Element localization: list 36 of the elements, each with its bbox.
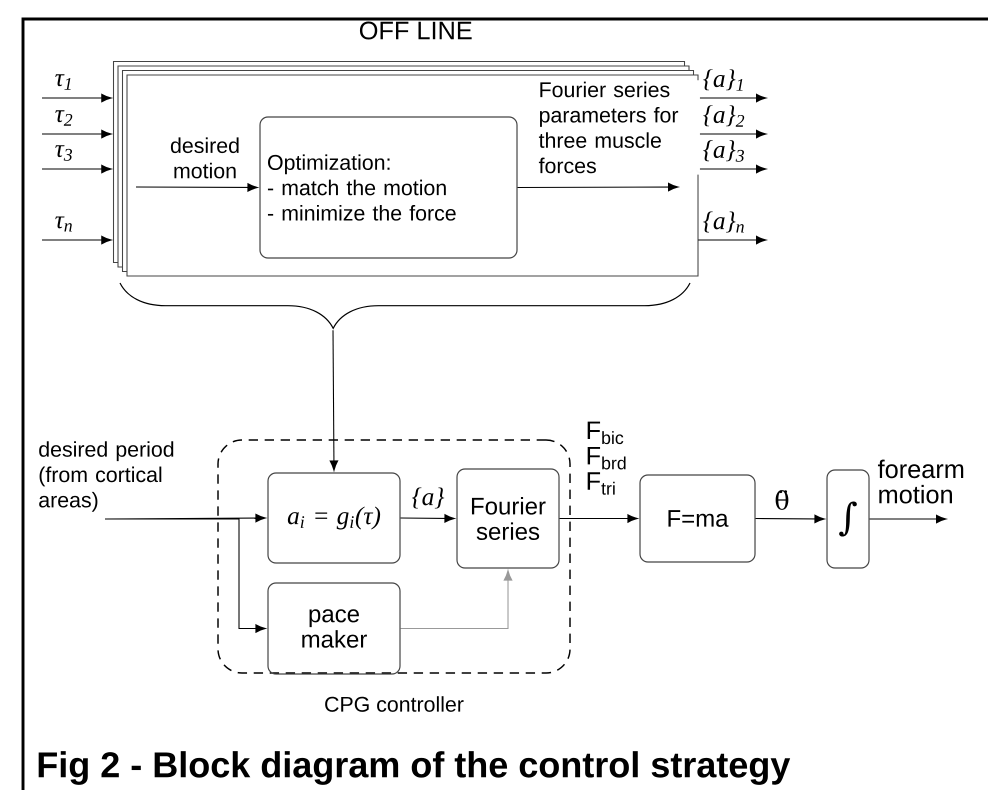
process-box: F=ma — [639, 474, 756, 563]
arrow — [698, 164, 766, 174]
process-box: Fourier series — [456, 468, 560, 569]
edge-label: τ$_{2}$ — [53, 108, 75, 128]
figure-caption: Fig 2 - Block diagram of the control strategy — [38, 751, 790, 785]
arrow — [42, 130, 112, 138]
arrow — [400, 514, 455, 523]
process-box: pace maker — [267, 582, 401, 675]
arrow — [756, 514, 825, 524]
process-box: a$_{i}$ = g$_{i}$(τ) — [267, 472, 401, 564]
arrow — [698, 236, 766, 244]
edge-label: F$_{bic}$ F$_{brd}$ F$_{tri}$ — [584, 420, 626, 496]
arrow — [42, 94, 112, 102]
arrow — [42, 164, 112, 174]
edge-label: τ$_{1}$ — [53, 72, 75, 92]
arrow — [698, 94, 766, 102]
arrow — [330, 330, 338, 471]
box-title: OFF LINE — [360, 22, 472, 40]
edge-label: {a} — [410, 486, 446, 510]
input-text: desired period (from cortical areas) — [39, 441, 174, 512]
edge-label: θ̈ — [773, 488, 791, 512]
arrow — [870, 514, 946, 524]
arrow — [560, 514, 638, 523]
group-label: CPG controller — [325, 696, 464, 712]
arrow — [400, 570, 512, 630]
edge-label: forearm motion — [876, 458, 964, 505]
arrow — [42, 236, 112, 244]
process-box: ∫ — [826, 469, 870, 569]
edge-label: {a}$_{3}$ — [701, 138, 747, 164]
arrow — [698, 130, 766, 138]
edge-label: τ$_{3}$ — [53, 144, 75, 162]
edge-label: {a}$_{1}$ — [701, 68, 747, 92]
edge-label: τ$_{n}$ — [53, 215, 75, 233]
arrow — [105, 518, 266, 633]
edge-label: {a}$_{n}$ — [701, 210, 747, 234]
edge-label: {a}$_{2}$ — [701, 104, 747, 128]
